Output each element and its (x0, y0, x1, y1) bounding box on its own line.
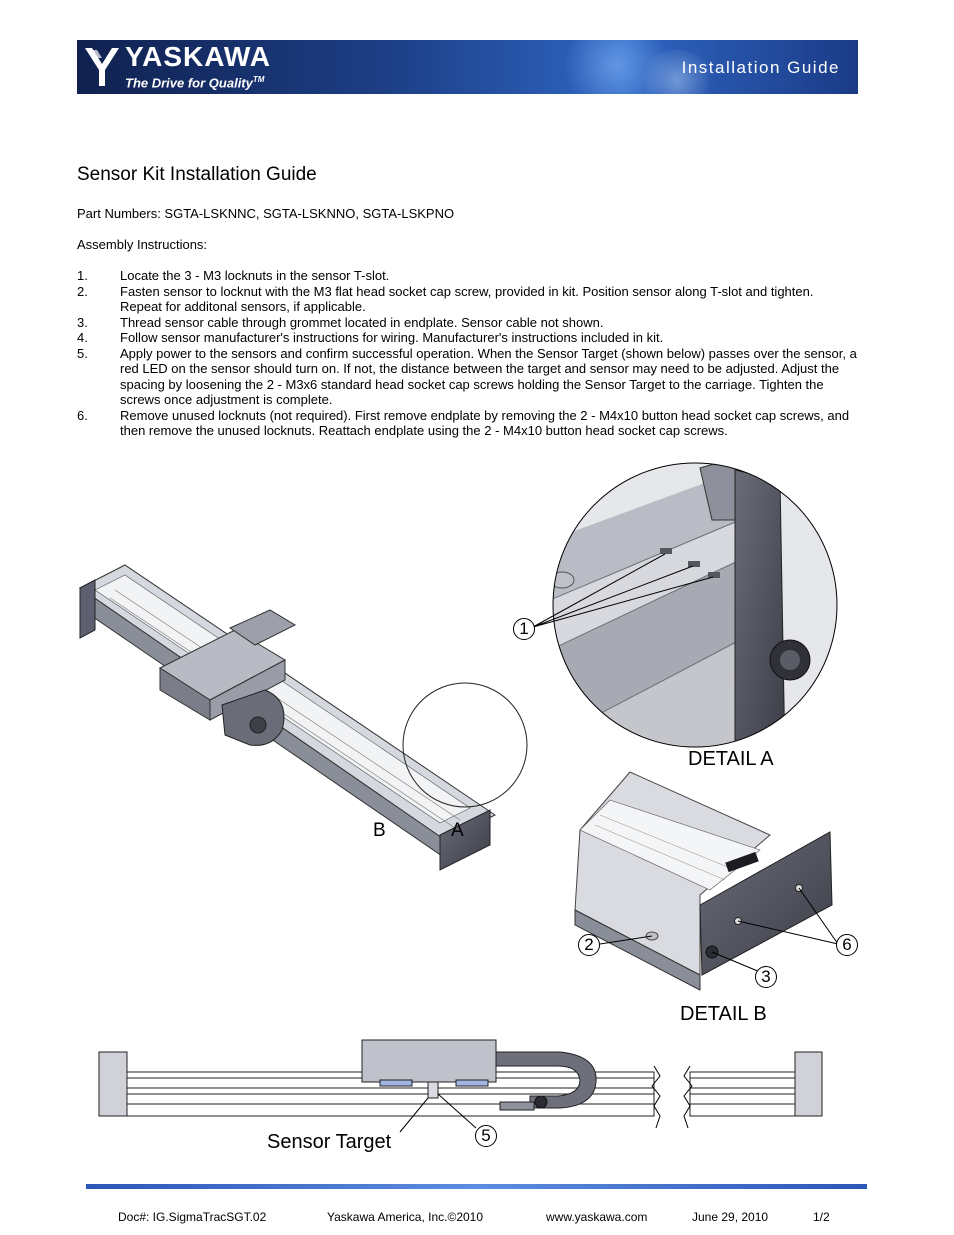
detail-a-view (532, 462, 838, 748)
footer-doc-number: Doc#: IG.SigmaTracSGT.02 (118, 1210, 267, 1224)
part-numbers: Part Numbers: SGTA-LSKNNC, SGTA-LSKNNO, … (77, 206, 455, 221)
step-text: Thread sensor cable through grommet loca… (120, 314, 604, 330)
assembly-heading: Assembly Instructions: (77, 237, 208, 252)
instruction-step: 5. Apply power to the sensors and confir… (77, 346, 857, 408)
actuator-side-view (98, 1039, 823, 1133)
step-text: Fasten sensor to locknut with the M3 fla… (120, 283, 814, 315)
detail-a-label: DETAIL A (688, 748, 774, 770)
callout-3: 3 (755, 966, 777, 988)
instruction-step: 3. Thread sensor cable through grommet l… (77, 315, 857, 331)
instruction-step: 6. Remove unused locknuts (not required)… (77, 408, 857, 439)
banner-glow (557, 40, 677, 94)
banner-glow (637, 50, 717, 94)
detail-b-view (574, 771, 839, 991)
label-a: A (451, 820, 464, 841)
brand-name: YASKAWA (125, 41, 272, 72)
footer-company: Yaskawa America, Inc.©2010 (327, 1210, 484, 1224)
callout-2: 2 (578, 934, 600, 956)
step-text: Remove unused locknuts (not required). F… (120, 407, 850, 439)
callout-1: 1 (513, 618, 535, 640)
footer-date: June 29, 2010 (692, 1210, 769, 1224)
step-text: Follow sensor manufacturer's instruction… (120, 330, 664, 345)
banner-title: Installation Guide (681, 58, 840, 77)
detail-b-label: DETAIL B (680, 1003, 767, 1025)
instruction-step: 1. Locate the 3 - M3 locknuts in the sen… (77, 268, 857, 284)
footer-page-number: 1/2 (813, 1210, 830, 1224)
header-banner: YASKAWA The Drive for QualityTM Installa… (77, 40, 858, 94)
step-number: 1. (77, 268, 88, 283)
step-number: 2. (77, 283, 88, 299)
sensor-target-label: Sensor Target (267, 1131, 392, 1153)
step-text: Locate the 3 - M3 locknuts in the sensor… (120, 268, 390, 283)
label-b: B (373, 820, 386, 841)
step-number: 5. (77, 345, 88, 361)
yaskawa-logo-icon (85, 48, 119, 86)
step-text: Apply power to the sensors and confirm s… (120, 345, 857, 408)
instruction-step: 2. Fasten sensor to locknut with the M3 … (77, 284, 857, 315)
step-number: 4. (77, 330, 88, 345)
instruction-step: 4. Follow sensor manufacturer's instruct… (77, 330, 857, 346)
page-title: Sensor Kit Installation Guide (77, 164, 317, 185)
actuator-isometric-view (79, 564, 528, 871)
step-number: 6. (77, 407, 88, 423)
brand-tagline: The Drive for QualityTM (125, 75, 265, 91)
callout-6: 6 (836, 934, 858, 956)
footer-divider (86, 1184, 867, 1189)
footer-website[interactable]: www.yaskawa.com (546, 1210, 648, 1224)
step-number: 3. (77, 314, 88, 330)
callout-5: 5 (475, 1125, 497, 1147)
instruction-list: 1. Locate the 3 - M3 locknuts in the sen… (77, 268, 857, 439)
